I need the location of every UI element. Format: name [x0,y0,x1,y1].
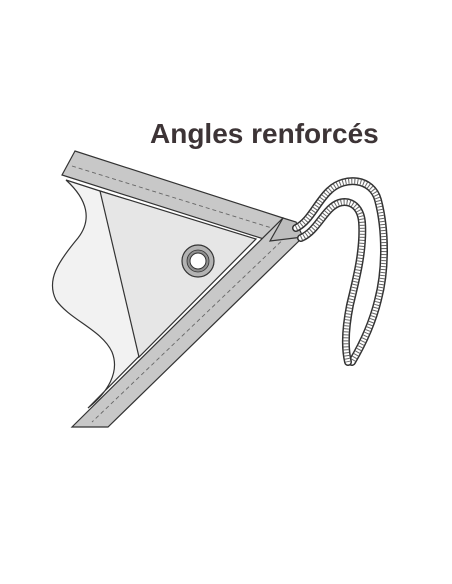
corner-cap [268,217,304,242]
diagram-title: Angles renforcés [150,118,379,149]
diagonal-hem-stitching [91,231,292,423]
eyelet-icon [181,244,215,278]
reinforcement-patch [99,190,258,359]
top-hem-stitching [71,165,276,230]
cord-loop [292,177,388,366]
